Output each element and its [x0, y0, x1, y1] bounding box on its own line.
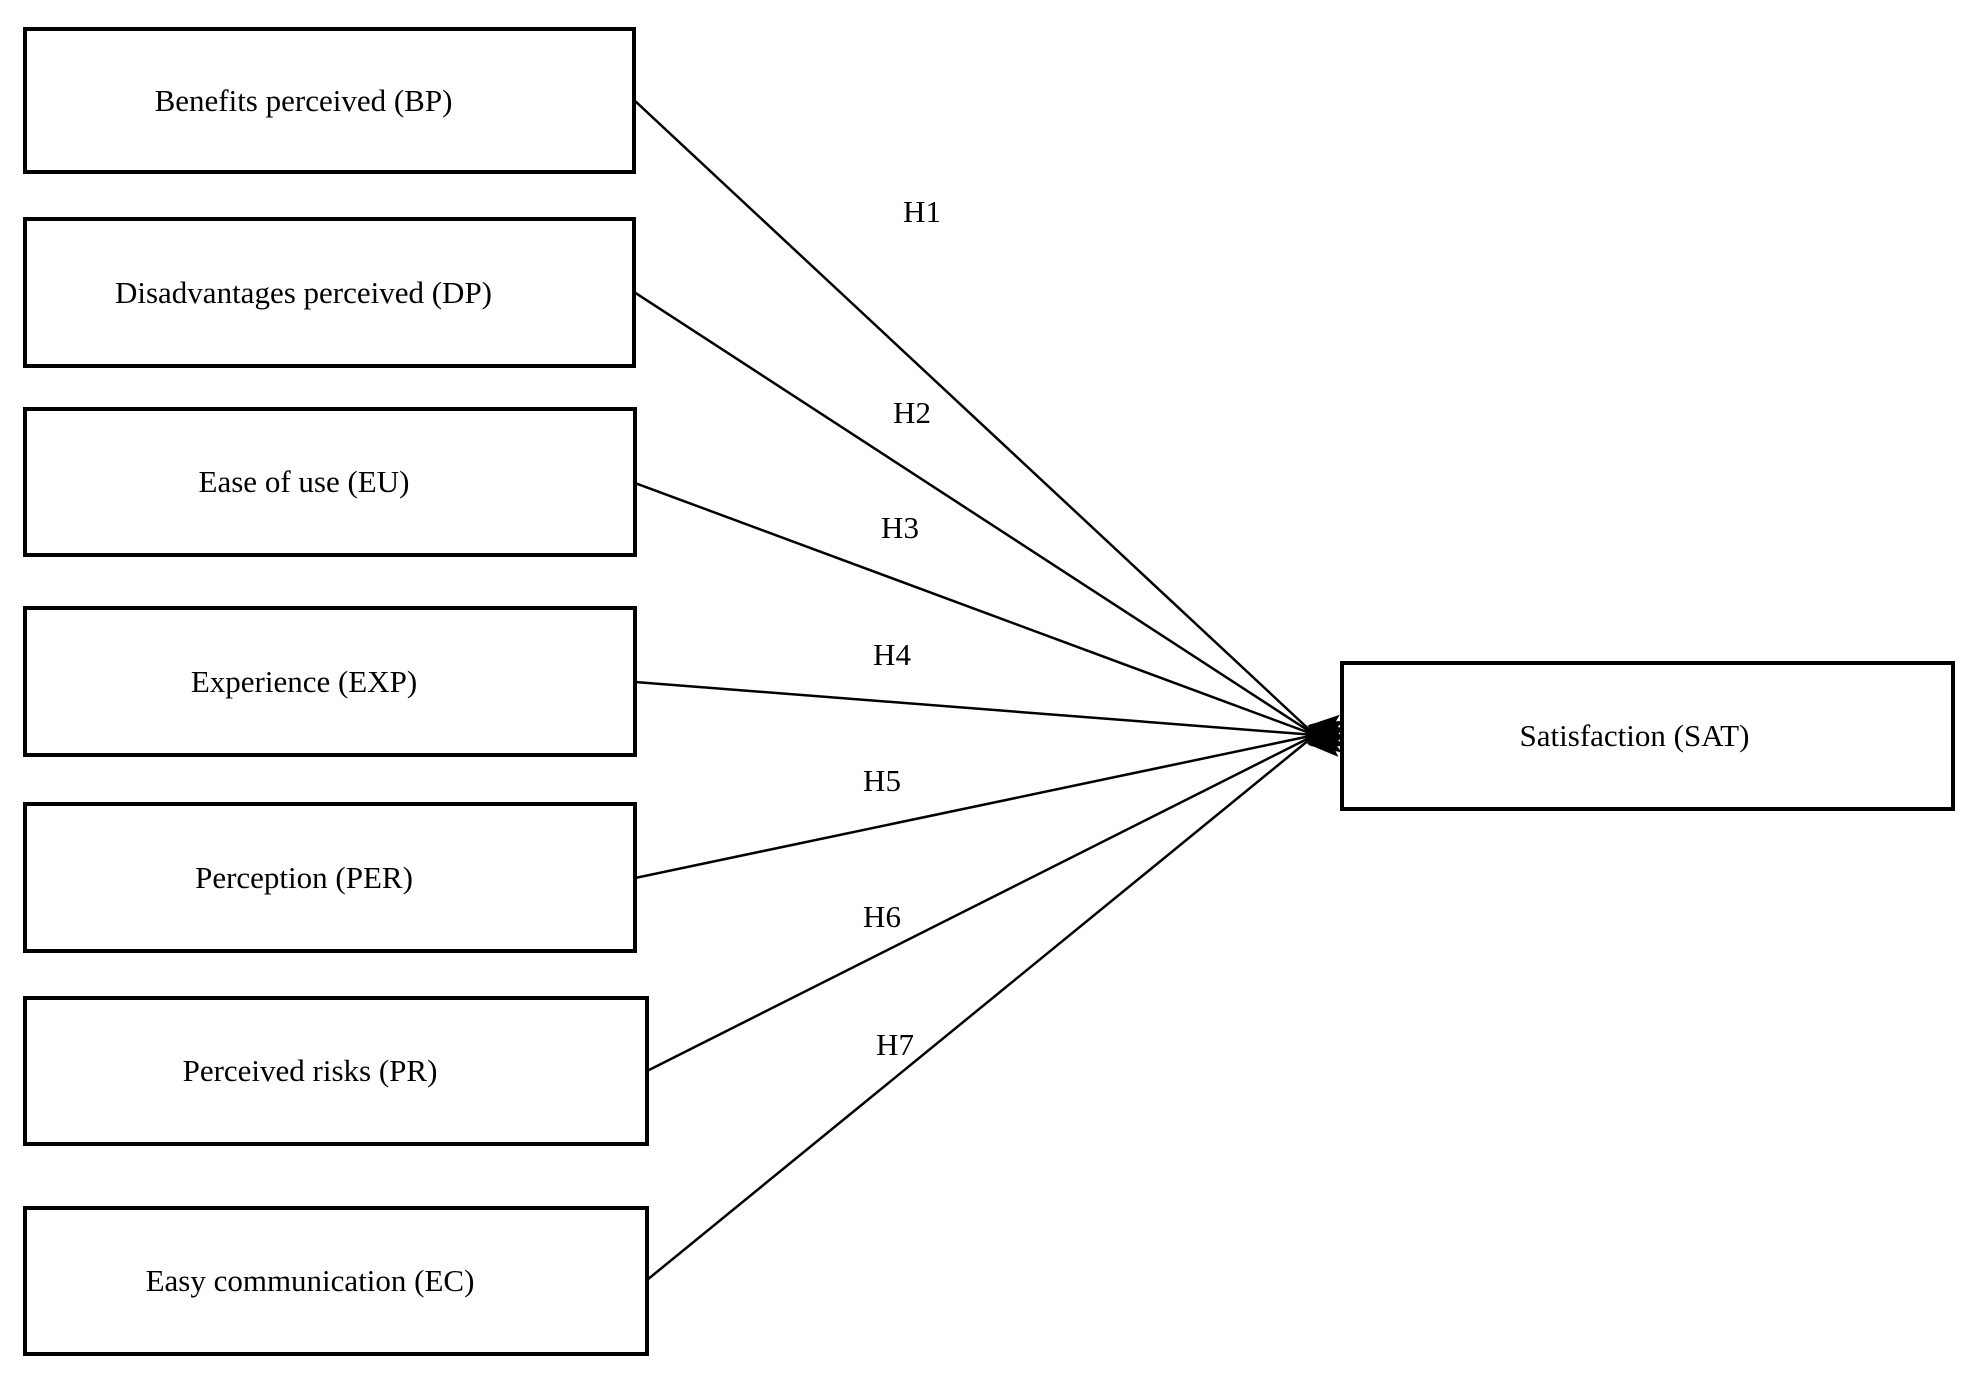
- arrow-h5-icon: [634, 723, 1347, 880]
- node-easy-communication: Easy communication (EC): [23, 1206, 649, 1356]
- node-disadvantages-perceived: Disadvantages perceived (DP): [23, 217, 636, 368]
- arrow-h3-icon: [634, 481, 1346, 747]
- node-perception-label: Perception (PER): [195, 859, 413, 895]
- node-easy-communication-label: Easy communication (EC): [145, 1263, 475, 1299]
- node-benefits-perceived: Benefits perceived (BP): [23, 27, 636, 174]
- node-experience-label: Experience (EXP): [190, 663, 418, 699]
- arrow-h7-icon: [646, 714, 1340, 1281]
- node-satisfaction: Satisfaction (SAT): [1340, 661, 1955, 811]
- node-experience: Experience (EXP): [23, 606, 637, 757]
- node-perceived-risks: Perceived risks (PR): [23, 996, 649, 1146]
- node-ease-of-use: Ease of use (EU): [23, 407, 637, 557]
- node-disadvantages-perceived-label: Disadvantages perceived (DP): [114, 274, 493, 310]
- arrow-h4-icon: [634, 680, 1347, 747]
- node-perception: Perception (PER): [23, 802, 637, 953]
- arrow-h2-icon: [633, 290, 1342, 753]
- node-benefits-perceived-label: Benefits perceived (BP): [154, 82, 453, 118]
- edge-label-h3: H3: [881, 510, 919, 545]
- edge-label-h6: H6: [863, 899, 901, 934]
- arrow-h6-icon: [646, 720, 1344, 1073]
- edge-label-h4: H4: [873, 637, 911, 672]
- node-perceived-risks-label: Perceived risks (PR): [182, 1053, 438, 1089]
- arrow-h1-icon: [633, 99, 1339, 757]
- node-satisfaction-label: Satisfaction (SAT): [1519, 718, 1750, 754]
- node-ease-of-use-label: Ease of use (EU): [198, 464, 410, 500]
- edge-label-h1: H1: [903, 194, 941, 229]
- edge-label-h2: H2: [893, 395, 931, 430]
- edge-label-h5: H5: [863, 763, 901, 798]
- edge-label-h7: H7: [876, 1027, 914, 1062]
